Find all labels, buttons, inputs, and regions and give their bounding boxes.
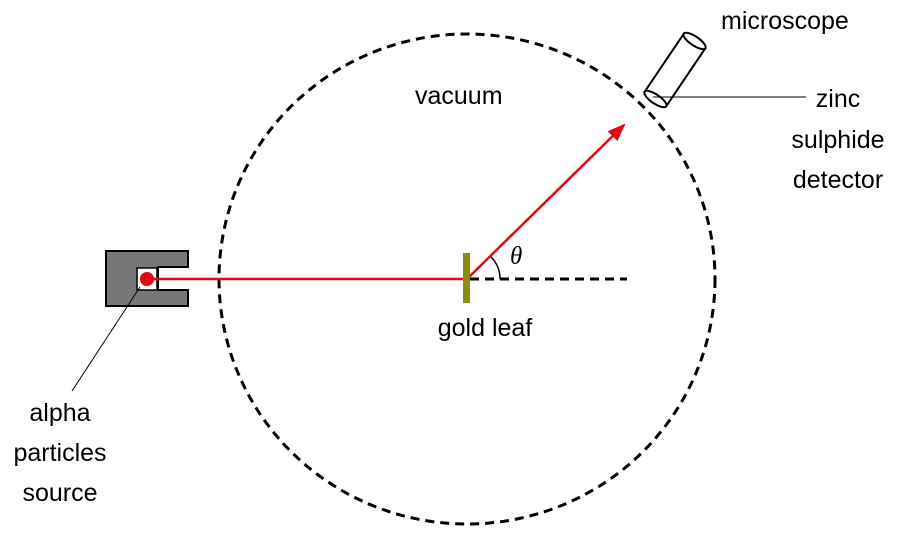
microscope-far-end (682, 31, 707, 51)
gold-leaf-label: gold leaf (438, 314, 533, 342)
angle-theta-label: θ (510, 243, 522, 270)
source-label-line-1: alpha (29, 399, 90, 427)
zinc-sulphide-screen (643, 89, 668, 109)
microscope (643, 31, 707, 109)
microscope-label: microscope (721, 7, 849, 35)
scattering-angle-arc (490, 256, 501, 280)
vacuum-chamber-boundary (217, 32, 717, 526)
source-label-line-2: particles (13, 439, 106, 467)
gold-leaf-foil (463, 253, 470, 303)
detector-label-line-1: zinc (816, 85, 860, 113)
detector-label-line-2: sulphide (791, 126, 884, 154)
vacuum-label: vacuum (415, 82, 503, 110)
source-leader-line (71, 286, 141, 392)
detector-label-line-3: detector (793, 166, 883, 194)
scattered-beam-arrow (468, 123, 626, 278)
source-label-line-3: source (22, 479, 97, 507)
